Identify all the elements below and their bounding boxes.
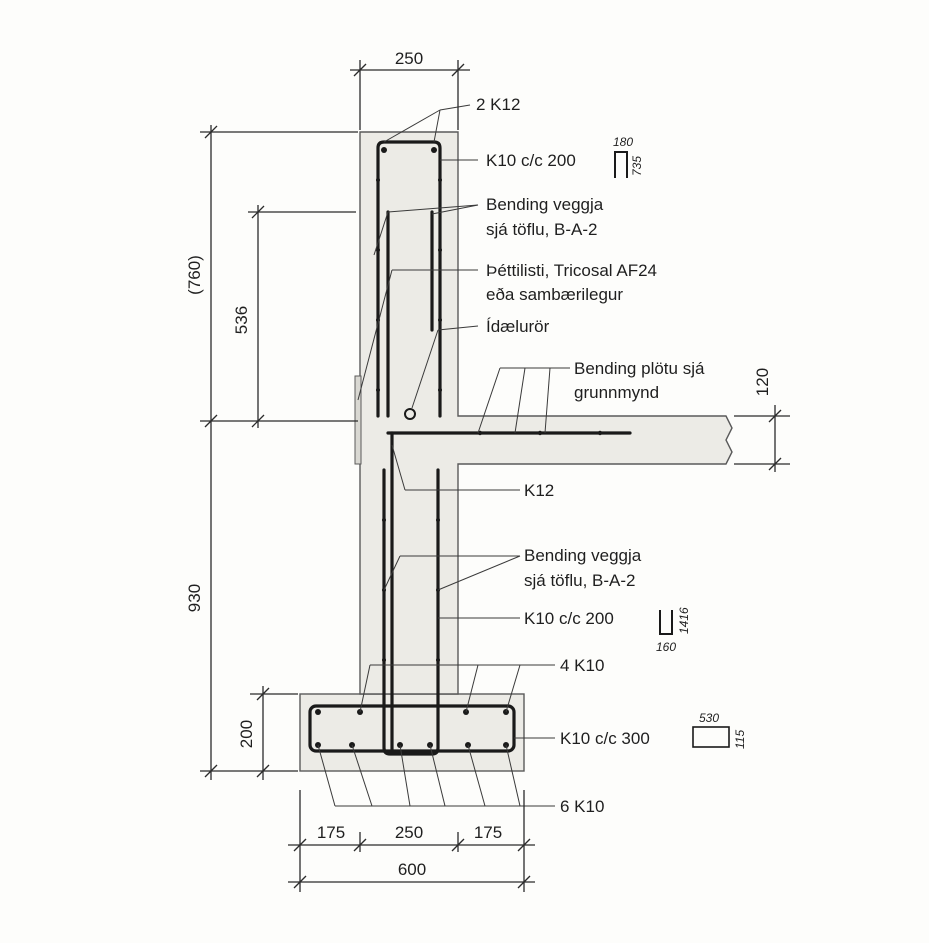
- label-slab-1: Bending plötu sjá: [574, 359, 705, 378]
- label-footing-stirrup: K10 c/c 300: [560, 729, 650, 748]
- upper-stirrup-shape-icon: [614, 151, 628, 178]
- shape-footing-side: 115: [733, 730, 747, 749]
- label-seal-2: eða sambærilegur: [486, 285, 623, 304]
- label-seal-1: Þéttilisti, Tricosal AF24: [486, 261, 657, 280]
- footing-stirrup-shape-icon: [692, 726, 730, 748]
- shape-upper-top: 180: [613, 135, 633, 149]
- label-bending-upper-2: sjá töflu, B-A-2: [486, 220, 598, 239]
- label-bending-lower-2: sjá töflu, B-A-2: [524, 571, 636, 590]
- dim-footing-height: 200: [237, 720, 256, 748]
- grout-pipe-icon: [404, 408, 416, 420]
- label-footing-bottom-bars: 6 K10: [560, 797, 604, 816]
- dimension-lines: [200, 60, 790, 892]
- dim-footing-right: 175: [474, 823, 502, 842]
- lower-stirrup-shape-icon: [659, 610, 673, 635]
- reinforcement: [308, 140, 632, 756]
- shape-upper-side: 735: [630, 156, 644, 176]
- label-bending-upper-1: Bending veggja: [486, 195, 604, 214]
- leader-lines: [317, 104, 570, 807]
- wall-with-slab: [359, 131, 733, 695]
- label-lower-stirrup: K10 c/c 200: [524, 609, 614, 628]
- shape-lower-bottom: 160: [656, 640, 676, 654]
- label-top-bars: 2 K12: [476, 95, 520, 114]
- dim-footing-left: 175: [317, 823, 345, 842]
- shape-lower-side: 1416: [677, 607, 691, 634]
- upper-wall-stirrup: [376, 140, 442, 418]
- label-upper-stirrup: K10 c/c 200: [486, 151, 576, 170]
- seal-strip: [354, 375, 362, 465]
- dim-footing-mid: 250: [395, 823, 423, 842]
- dim-slab-thickness: 120: [753, 368, 772, 396]
- shape-footing-top: 530: [699, 711, 719, 725]
- label-grout-pipe: Ídælurör: [486, 317, 550, 336]
- dim-wall-upper-height: (760): [185, 255, 204, 295]
- dim-wall-lower-height: 930: [185, 584, 204, 612]
- label-footing-top-bars: 4 K10: [560, 656, 604, 675]
- label-bending-lower-1: Bending veggja: [524, 546, 642, 565]
- label-dowel: K12: [524, 481, 554, 500]
- dim-wall-top-width: 250: [395, 49, 423, 68]
- label-slab-2: grunnmynd: [574, 383, 659, 402]
- footing-stirrup: [308, 704, 516, 753]
- dim-inner-height: 536: [232, 306, 251, 334]
- dim-footing-total: 600: [398, 860, 426, 879]
